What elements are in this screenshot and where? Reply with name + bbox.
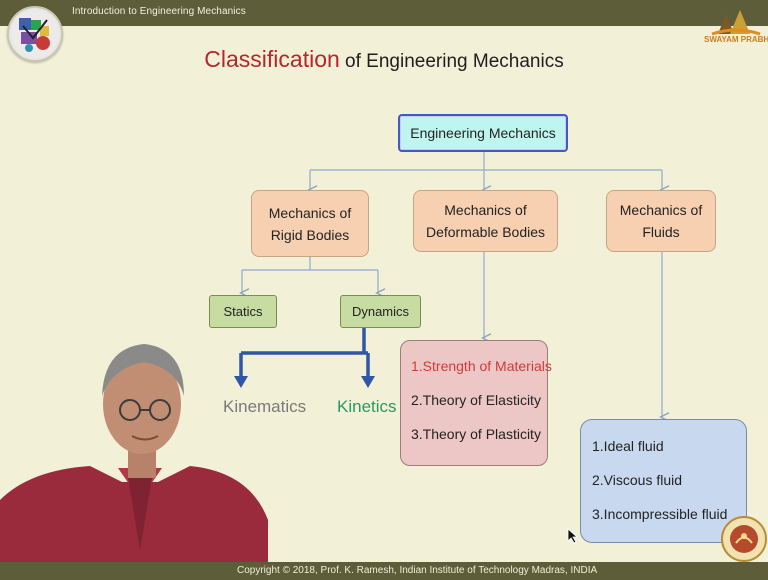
dynamics-node: Dynamics xyxy=(340,295,421,328)
engineering-mechanics-node: Engineering Mechanics xyxy=(398,114,568,152)
footer-bar: Copyright © 2018, Prof. K. Ramesh, India… xyxy=(0,562,768,580)
list-item: 2.Theory of Elasticity xyxy=(411,392,541,408)
iit-madras-logo-icon xyxy=(7,6,63,62)
statics-node: Statics xyxy=(209,295,277,328)
rigid-bodies-line1: Mechanics of xyxy=(268,204,352,221)
kinetics-label: Kinetics xyxy=(337,397,397,416)
list-item: 3.Incompressible fluid xyxy=(592,506,728,522)
swayam-prabha-logo-icon xyxy=(704,6,768,58)
fluids-line2: Fluids xyxy=(642,224,680,240)
deformable-bodies-list: 1.Strength of Materials 2.Theory of Elas… xyxy=(400,340,552,466)
fluids-node: Mechanics of Fluids xyxy=(606,190,716,252)
deformable-bodies-line2: Deformable Bodies xyxy=(425,224,546,240)
slide-title-highlight: Classification xyxy=(204,46,340,72)
fluids-list: 1.Ideal fluid 2.Viscous fluid 3.Incompre… xyxy=(580,419,747,543)
deformable-bodies-node: Mechanics of Deformable Bodies xyxy=(413,190,558,252)
list-item: 1.Strength of Materials xyxy=(411,358,552,374)
deformable-bodies-line1: Mechanics of xyxy=(444,202,527,218)
rigid-bodies-node: Mechanics of Rigid Bodies xyxy=(251,190,369,257)
kinematics-label: Kinematics xyxy=(223,397,307,416)
header-bar: Introduction to Engineering Mechanics xyxy=(0,0,768,26)
iit-seal-icon xyxy=(721,516,767,562)
slide-title: Classification of Engineering Mechanics xyxy=(0,46,768,73)
list-item: 1.Ideal fluid xyxy=(592,438,664,454)
list-item: 3.Theory of Plasticity xyxy=(411,426,541,442)
slide-title-rest: of Engineering Mechanics xyxy=(339,51,564,72)
copyright-text: Copyright © 2018, Prof. K. Ramesh, India… xyxy=(237,565,598,576)
course-title: Introduction to Engineering Mechanics xyxy=(72,6,246,17)
brand-name: SWAYAM PRABHA xyxy=(704,35,768,44)
presenter-video-inset xyxy=(0,300,268,562)
list-item: 2.Viscous fluid xyxy=(592,472,683,488)
fluids-line1: Mechanics of xyxy=(619,202,703,218)
rigid-bodies-line2: Rigid Bodies xyxy=(270,226,350,243)
